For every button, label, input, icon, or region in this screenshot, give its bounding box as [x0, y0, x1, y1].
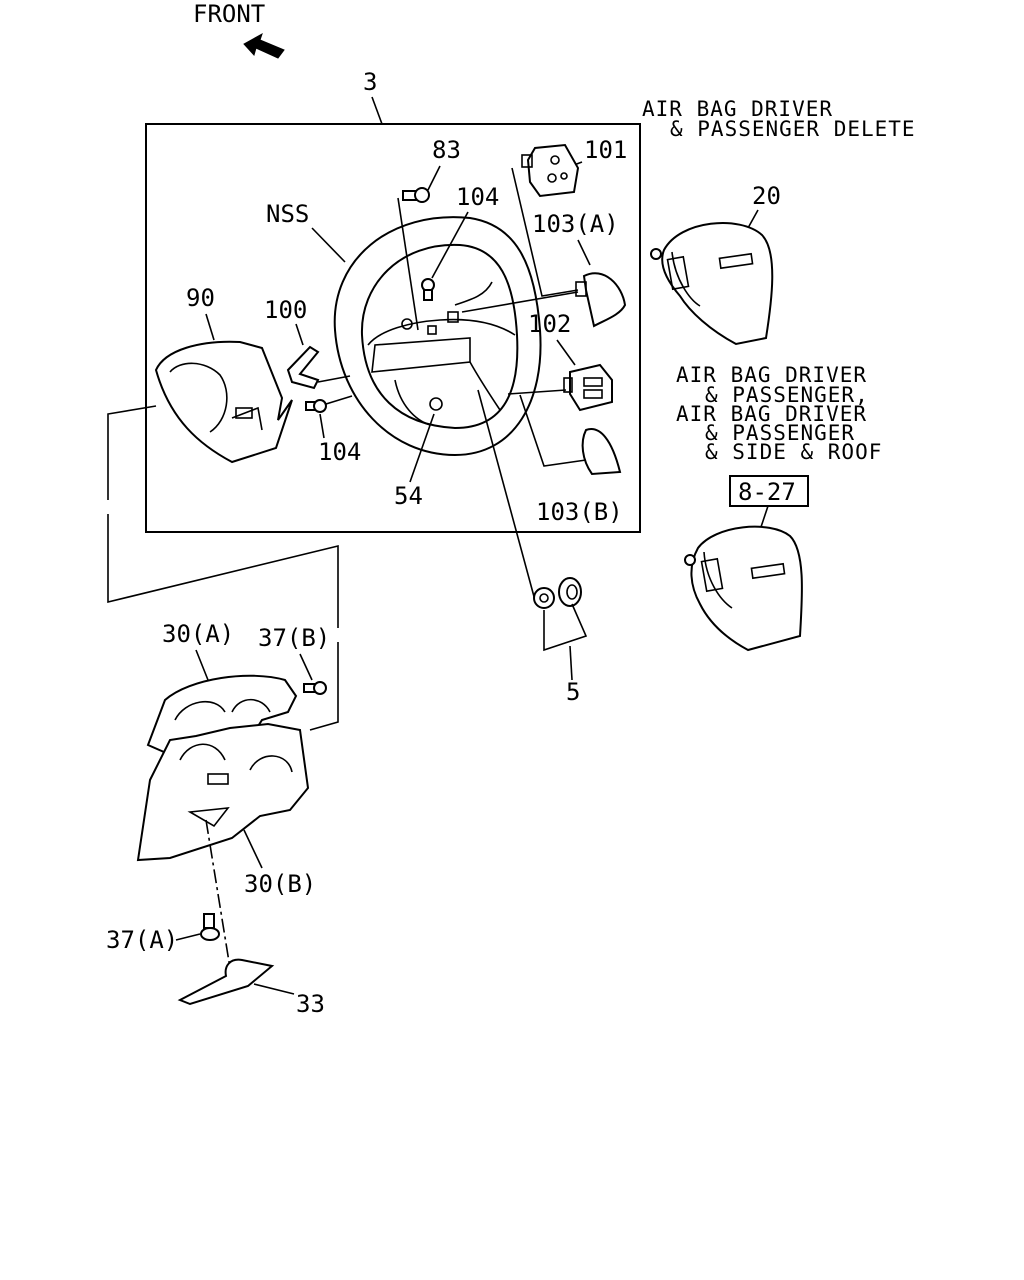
airbag-20-icon	[650, 222, 774, 346]
note-variant-3: AIR BAG DRIVER	[676, 402, 867, 426]
assembly-box	[145, 123, 641, 533]
leader-nss	[311, 227, 346, 263]
leader-83	[427, 165, 441, 191]
leader-20	[747, 209, 759, 229]
screw-37b-icon	[303, 681, 327, 695]
callout-54: 54	[394, 482, 423, 510]
bracket-100-icon	[286, 345, 320, 390]
reference-label: 8-27	[738, 478, 796, 506]
leader-33	[253, 983, 295, 995]
leader-103a	[577, 239, 591, 266]
cover-103a-icon	[575, 272, 627, 328]
note-delete-line2: & PASSENGER DELETE	[670, 117, 916, 141]
bolt-104-lower-icon	[305, 399, 327, 413]
leader-100	[295, 323, 304, 346]
callout-37b: 37(B)	[258, 624, 330, 652]
leader-104-lower	[319, 413, 325, 439]
callout-104-upper: 104	[456, 183, 499, 211]
callout-37a: 37(A)	[106, 926, 178, 954]
callout-90: 90	[186, 284, 215, 312]
bolt-104-upper-icon	[421, 278, 435, 301]
note-variant-5: & SIDE & ROOF	[705, 440, 882, 464]
callout-100: 100	[264, 296, 307, 324]
reference-box	[729, 475, 809, 507]
cover-103b-icon	[581, 428, 622, 476]
callout-20: 20	[752, 182, 781, 210]
callout-5: 5	[566, 678, 580, 706]
note-variant-2: & PASSENGER,	[705, 383, 869, 407]
leader-54	[409, 413, 435, 483]
callout-3: 3	[363, 68, 377, 96]
screw-37a-icon	[200, 913, 220, 941]
bracket-line-wheel-a	[461, 291, 579, 313]
leader-102-to-wheel	[507, 389, 567, 395]
callout-30b: 30(B)	[244, 870, 316, 898]
connector-column	[107, 405, 339, 731]
bracket-line-101	[511, 167, 579, 297]
switch-102-icon	[563, 363, 613, 412]
callout-83: 83	[432, 136, 461, 164]
column-cover-30b-icon	[136, 722, 310, 862]
callout-103b: 103(B)	[536, 498, 623, 526]
callout-33: 33	[296, 990, 325, 1018]
callout-101: 101	[584, 136, 627, 164]
bracket-line-103b	[519, 394, 587, 467]
note-delete-line1: AIR BAG DRIVER	[642, 97, 833, 121]
leader-83-to-wheel	[397, 197, 419, 331]
leader-100-to-wheel	[317, 375, 351, 383]
callout-104-lower: 104	[318, 438, 361, 466]
leader-5	[569, 645, 573, 681]
leader-37a	[175, 933, 201, 941]
leader-37b	[299, 653, 313, 681]
callout-102: 102	[528, 310, 571, 338]
leader-102	[556, 339, 576, 366]
washer-5-icon	[533, 587, 555, 609]
front-arrow-icon	[243, 32, 285, 59]
leader-to-5	[477, 389, 537, 605]
leader-90	[205, 313, 215, 341]
steering-wheel	[333, 216, 542, 457]
bracket-5	[543, 603, 588, 652]
lower-cover-90-icon	[154, 340, 293, 464]
screw-83-icon	[402, 187, 430, 203]
airbag-variant-icon	[684, 525, 803, 652]
leader-104-upper	[431, 211, 469, 279]
callout-nss: NSS	[266, 200, 309, 228]
callout-103a: 103(A)	[532, 210, 619, 238]
switch-101-icon	[521, 143, 580, 198]
leader-3	[371, 96, 383, 125]
front-label: FRONT	[193, 0, 265, 28]
leader-30a	[195, 649, 211, 686]
callout-30a: 30(A)	[162, 620, 234, 648]
tray-33-icon	[177, 958, 275, 1006]
nut-5-icon	[558, 577, 582, 607]
note-variant-4: & PASSENGER	[705, 421, 855, 445]
leader-30b	[243, 829, 263, 869]
leader-104-lower-to-wheel	[325, 395, 353, 405]
note-variant-1: AIR BAG DRIVER	[676, 363, 867, 387]
